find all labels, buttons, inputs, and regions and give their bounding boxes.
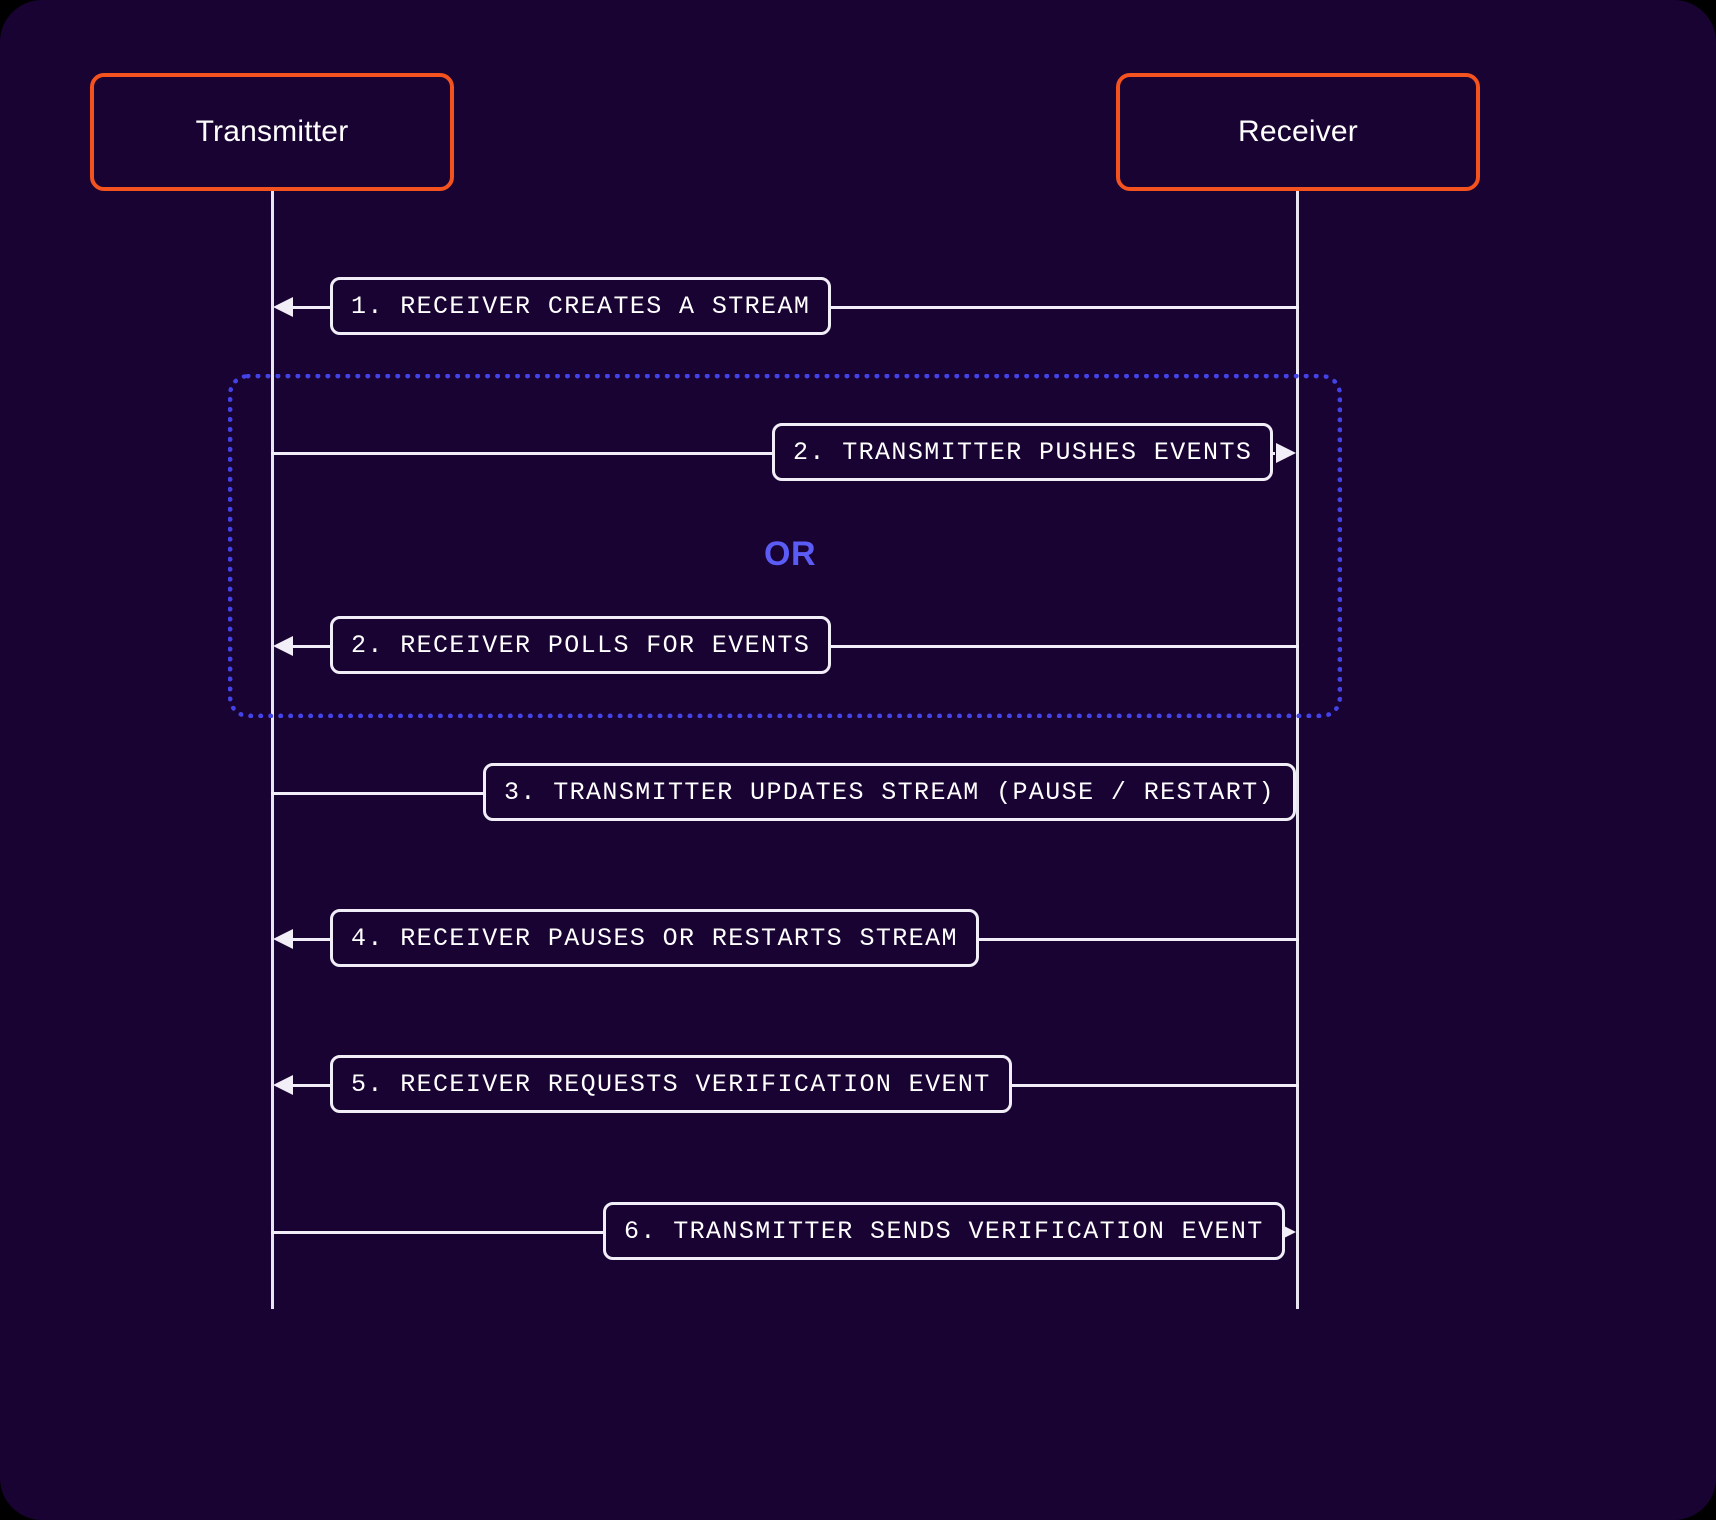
lifeline-receiver <box>1296 191 1299 1309</box>
message-1-arrowhead-left <box>273 297 293 317</box>
participant-transmitter-label: Transmitter <box>195 115 349 148</box>
lifeline-transmitter <box>271 191 274 1309</box>
or-operator-label: OR <box>764 535 816 573</box>
message-2-poll-box[interactable]: 2. RECEIVER POLLS FOR EVENTS <box>330 616 832 674</box>
message-5-box[interactable]: 5. RECEIVER REQUESTS VERIFICATION EVENT <box>330 1055 1012 1113</box>
message-4-label: 4. RECEIVER PAUSES OR RESTARTS STREAM <box>351 923 958 953</box>
participant-transmitter[interactable]: Transmitter <box>90 73 454 191</box>
message-4-box[interactable]: 4. RECEIVER PAUSES OR RESTARTS STREAM <box>330 909 979 967</box>
message-3-box[interactable]: 3. TRANSMITTER UPDATES STREAM (PAUSE / R… <box>483 763 1296 821</box>
message-2-poll-arrowhead-left <box>273 636 293 656</box>
message-1-label: 1. RECEIVER CREATES A STREAM <box>351 291 811 321</box>
participant-receiver[interactable]: Receiver <box>1116 73 1480 191</box>
message-2-push-box[interactable]: 2. TRANSMITTER PUSHES EVENTS <box>772 423 1274 481</box>
message-6-label: 6. TRANSMITTER SENDS VERIFICATION EVENT <box>624 1216 1264 1246</box>
message-4-arrowhead-left <box>273 929 293 949</box>
message-2-poll-label: 2. RECEIVER POLLS FOR EVENTS <box>351 630 811 660</box>
message-2-push-label: 2. TRANSMITTER PUSHES EVENTS <box>793 437 1253 467</box>
message-2-push-arrowhead-right <box>1276 443 1296 463</box>
message-6-box[interactable]: 6. TRANSMITTER SENDS VERIFICATION EVENT <box>603 1202 1285 1260</box>
message-5-arrowhead-left <box>273 1075 293 1095</box>
message-5-label: 5. RECEIVER REQUESTS VERIFICATION EVENT <box>351 1069 991 1099</box>
message-1-box[interactable]: 1. RECEIVER CREATES A STREAM <box>330 277 832 335</box>
message-3-label: 3. TRANSMITTER UPDATES STREAM (PAUSE / R… <box>504 777 1275 807</box>
participant-receiver-label: Receiver <box>1238 115 1358 148</box>
